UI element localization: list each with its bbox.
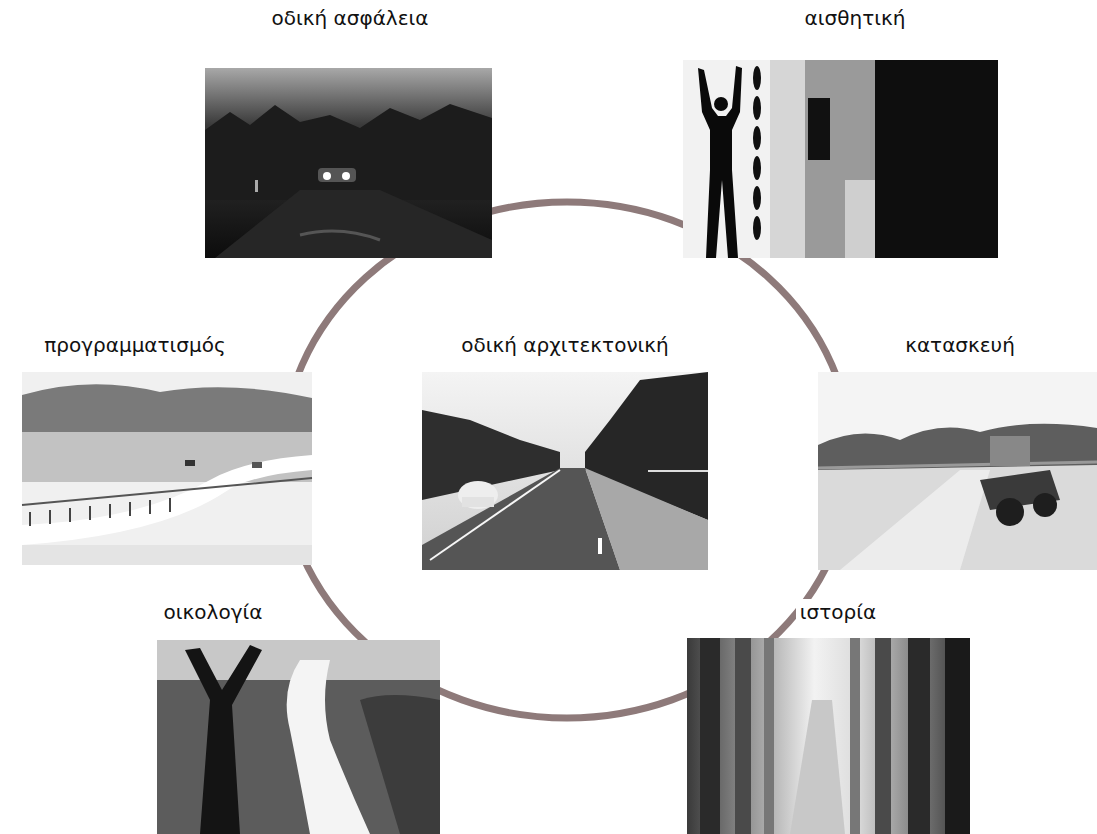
construction-photo-part — [818, 424, 1097, 470]
stream-photo — [157, 640, 440, 834]
photo-panel: οδική αρχιτεκτονική — [422, 330, 708, 570]
avenue-photo-part — [945, 638, 970, 834]
stream-photo-part — [360, 695, 440, 834]
avenue-photo-part — [790, 700, 845, 834]
motorway-photo-part — [185, 460, 195, 466]
stream-photo-part — [287, 660, 370, 834]
night-road-photo-part — [205, 68, 492, 258]
road-architecture-photo-part — [462, 497, 494, 507]
motorway-photo-part — [22, 455, 312, 545]
avenue-photo-part — [908, 638, 930, 834]
motorway-photo-part — [22, 384, 312, 432]
photo-panel: ιστορία — [687, 597, 970, 834]
night-road-photo-part — [323, 172, 331, 180]
motorway-photo-part — [22, 478, 312, 505]
night-road-photo — [205, 68, 492, 258]
modulor-photo-part — [753, 216, 761, 240]
avenue-photo-part — [700, 638, 720, 834]
panel-label: ιστορία — [796, 599, 880, 625]
avenue-photo-part — [687, 638, 970, 834]
construction-photo-part — [818, 462, 1097, 468]
panel-label: αισθητική — [801, 5, 910, 31]
night-road-photo-part — [205, 104, 492, 200]
night-road-photo-part — [300, 231, 380, 240]
avenue-photo-part — [875, 638, 891, 834]
avenue-photo-part — [735, 638, 751, 834]
avenue-photo — [687, 638, 970, 834]
night-road-photo-part — [318, 168, 356, 182]
modulor-photo-part — [753, 156, 761, 180]
night-road-photo-part — [215, 190, 492, 258]
modulor-photo-part — [714, 97, 728, 111]
photo-panel: οδική ασφάλεια — [205, 3, 492, 258]
modulor-photo-part — [845, 180, 875, 258]
night-road-photo-part — [255, 180, 258, 192]
night-road-photo-part — [342, 172, 350, 180]
modulor-photo-part — [808, 98, 830, 160]
construction-photo-part — [1033, 493, 1057, 517]
panel-label: κατασκευή — [901, 332, 1019, 358]
photo-panel: αισθητική — [683, 3, 998, 258]
modulor-photo-part — [753, 66, 761, 90]
modulor-photo-part — [875, 60, 998, 258]
modulor-photo-part — [753, 126, 761, 150]
photo-panel: κατασκευή — [818, 330, 1097, 570]
road-architecture-photo-part — [458, 481, 498, 509]
construction-photo-part — [818, 465, 1097, 570]
stream-photo-part — [185, 645, 262, 834]
modulor-photo-part — [753, 186, 761, 210]
road-architecture-photo-part — [585, 468, 708, 570]
construction-photo — [818, 372, 1097, 570]
road-architecture-photo-part — [430, 470, 560, 560]
road-architecture-photo-part — [598, 538, 602, 554]
avenue-photo-part — [850, 638, 860, 834]
photo-panel: προγραμματισμός — [22, 330, 312, 565]
road-architecture-photo-part — [648, 470, 708, 472]
construction-photo-part — [818, 372, 1097, 570]
road-architecture-photo-part — [422, 372, 708, 570]
construction-photo-part — [996, 498, 1024, 526]
panel-label: προγραμματισμός — [40, 332, 230, 358]
avenue-photo-part — [764, 638, 774, 834]
construction-photo-part — [990, 436, 1030, 466]
stream-photo-part — [157, 640, 440, 834]
modulor-photo-part — [805, 60, 875, 258]
motorway-photo-part — [252, 462, 262, 468]
motorway-photo-part — [22, 545, 312, 565]
panel-label: οικολογία — [160, 599, 267, 625]
photo-panel: οικολογία — [157, 597, 440, 834]
panel-label: οδική αρχιτεκτονική — [457, 332, 673, 358]
modulor-photo-part — [683, 60, 998, 258]
modulor-photo-part — [770, 60, 805, 258]
motorway-photo-part — [30, 498, 170, 526]
motorway-photo-part — [22, 372, 312, 565]
motorway-photo — [22, 372, 312, 565]
panel-label: οδική ασφάλεια — [268, 5, 433, 31]
road-architecture-photo — [422, 372, 708, 570]
construction-photo-part — [840, 470, 990, 570]
modulor-photo — [683, 60, 998, 258]
modulor-photo-part — [698, 66, 742, 258]
modulor-photo-part — [753, 96, 761, 120]
